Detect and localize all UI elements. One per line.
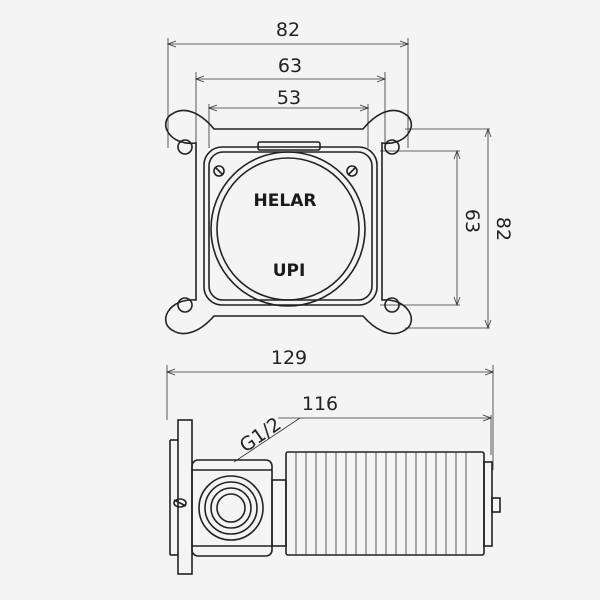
dim-total-length-label: 129: [271, 347, 307, 369]
housing-outer-square: [203, 146, 378, 306]
side-valve-body: [191, 459, 273, 557]
mounting-hole-bottom-right: [384, 297, 400, 313]
mounting-hole-top-right: [384, 139, 400, 155]
mounting-flange-outline: [164, 109, 413, 335]
dim-thread-label: G1/2: [236, 413, 286, 457]
mounting-hole-top-left: [177, 139, 193, 155]
dim-width-mid-label: 63: [278, 55, 302, 77]
brand-text-bottom: UPI: [273, 261, 306, 281]
screw-left: [213, 165, 225, 177]
side-view-dimension-lines: [165, 368, 495, 463]
mounting-holes: [177, 139, 400, 313]
side-threaded-extension: [271, 451, 501, 556]
dim-width-inner-label: 53: [277, 87, 301, 109]
dim-body-length-label: 116: [302, 393, 338, 415]
top-view: 82 63 53 63 82 HELAR UPI: [164, 19, 514, 335]
housing-screws: [213, 165, 358, 177]
side-flange-plate: [177, 419, 193, 575]
dim-height-outer-label: 82: [492, 217, 514, 241]
dim-height-inner-label: 63: [461, 209, 483, 233]
top-view-extension-lines: [167, 38, 490, 329]
housing-top-tab: [257, 141, 321, 151]
side-view: 129 116 G1/2: [165, 347, 501, 575]
valve-cap-inner: [216, 157, 360, 301]
screw-right: [346, 165, 358, 177]
top-view-dimension-lines: [166, 40, 492, 330]
side-inlet-port: [198, 475, 264, 541]
side-flange-screw: [173, 498, 187, 508]
mounting-hole-bottom-left: [177, 297, 193, 313]
brand-text-top: HELAR: [254, 191, 317, 211]
thread-ribs: [295, 452, 467, 555]
valve-cap-outer: [210, 151, 366, 307]
dim-width-outer-label: 82: [276, 19, 300, 41]
side-view-extension-lines: [166, 365, 494, 470]
